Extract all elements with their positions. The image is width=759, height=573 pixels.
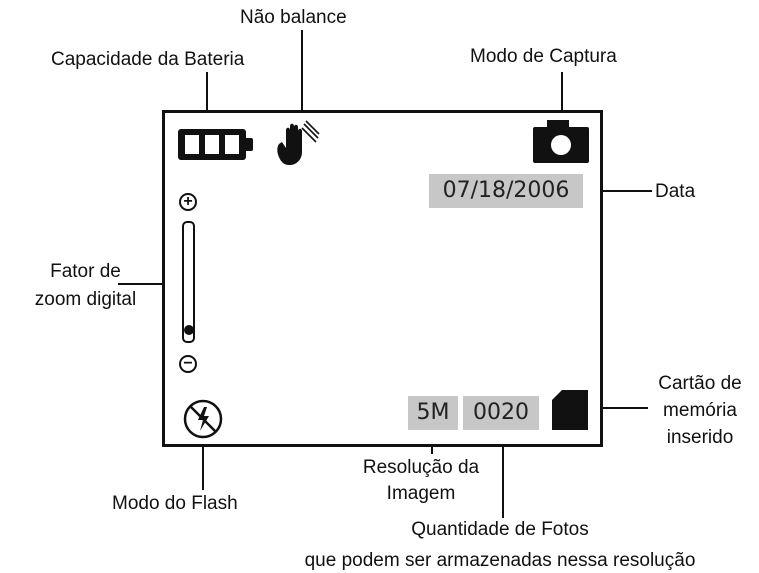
leader-line-zoom <box>118 283 184 285</box>
zoom-label-line2: zoom digital <box>34 289 137 310</box>
photo-count-label-line1: Quantidade de Fotos <box>411 519 589 540</box>
memory-card-label-line1: Cartão de <box>658 373 742 394</box>
camera-lcd-screen <box>162 110 603 447</box>
flash-off-icon <box>183 399 223 439</box>
battery-full-icon <box>178 129 253 160</box>
zoom-level-indicator <box>184 325 194 335</box>
zoom-in-icon: + <box>179 193 197 211</box>
photo-count-label-line2: que podem ser armazenadas nessa resoluçã… <box>304 550 696 571</box>
zoom-slider <box>182 221 195 343</box>
memory-card-label-line3: inserido <box>666 427 734 448</box>
zoom-out-icon: − <box>179 355 197 373</box>
leader-line-battery <box>206 72 208 129</box>
memory-card-icon <box>552 390 588 430</box>
resolution-label-line1: Resolução da <box>362 457 480 478</box>
battery-capacity-label: Capacidade da Bateria <box>51 49 245 70</box>
leader-line-capture-mode <box>561 72 563 122</box>
leader-line-memory-card <box>588 407 648 409</box>
resolution-display: 5M <box>408 396 458 430</box>
photo-count-label: Quantidade de Fotos que podem ser armaze… <box>240 518 759 572</box>
leader-line-flash <box>202 432 204 490</box>
camera-icon <box>533 120 589 163</box>
memory-card-label-line2: memória <box>663 400 737 421</box>
resolution-label: Resolução da Imagem <box>336 456 506 505</box>
leader-line-anti-shake <box>301 30 303 120</box>
leader-line-date <box>582 190 652 192</box>
memory-card-label: Cartão de memória inserido <box>640 372 759 449</box>
zoom-label: Fator de zoom digital <box>8 260 163 311</box>
photo-count-display: 0020 <box>463 396 539 430</box>
anti-shake-label: Não balance <box>240 7 347 28</box>
capture-mode-label: Modo de Captura <box>470 46 617 67</box>
leader-line-photo-count <box>502 430 504 518</box>
hand-shake-icon <box>277 120 320 165</box>
flash-mode-label: Modo do Flash <box>112 493 238 514</box>
date-display: 07/18/2006 <box>429 174 583 208</box>
zoom-label-line1: Fator de <box>50 261 121 282</box>
resolution-label-line2: Imagem <box>386 483 456 504</box>
date-label: Data <box>655 181 696 202</box>
